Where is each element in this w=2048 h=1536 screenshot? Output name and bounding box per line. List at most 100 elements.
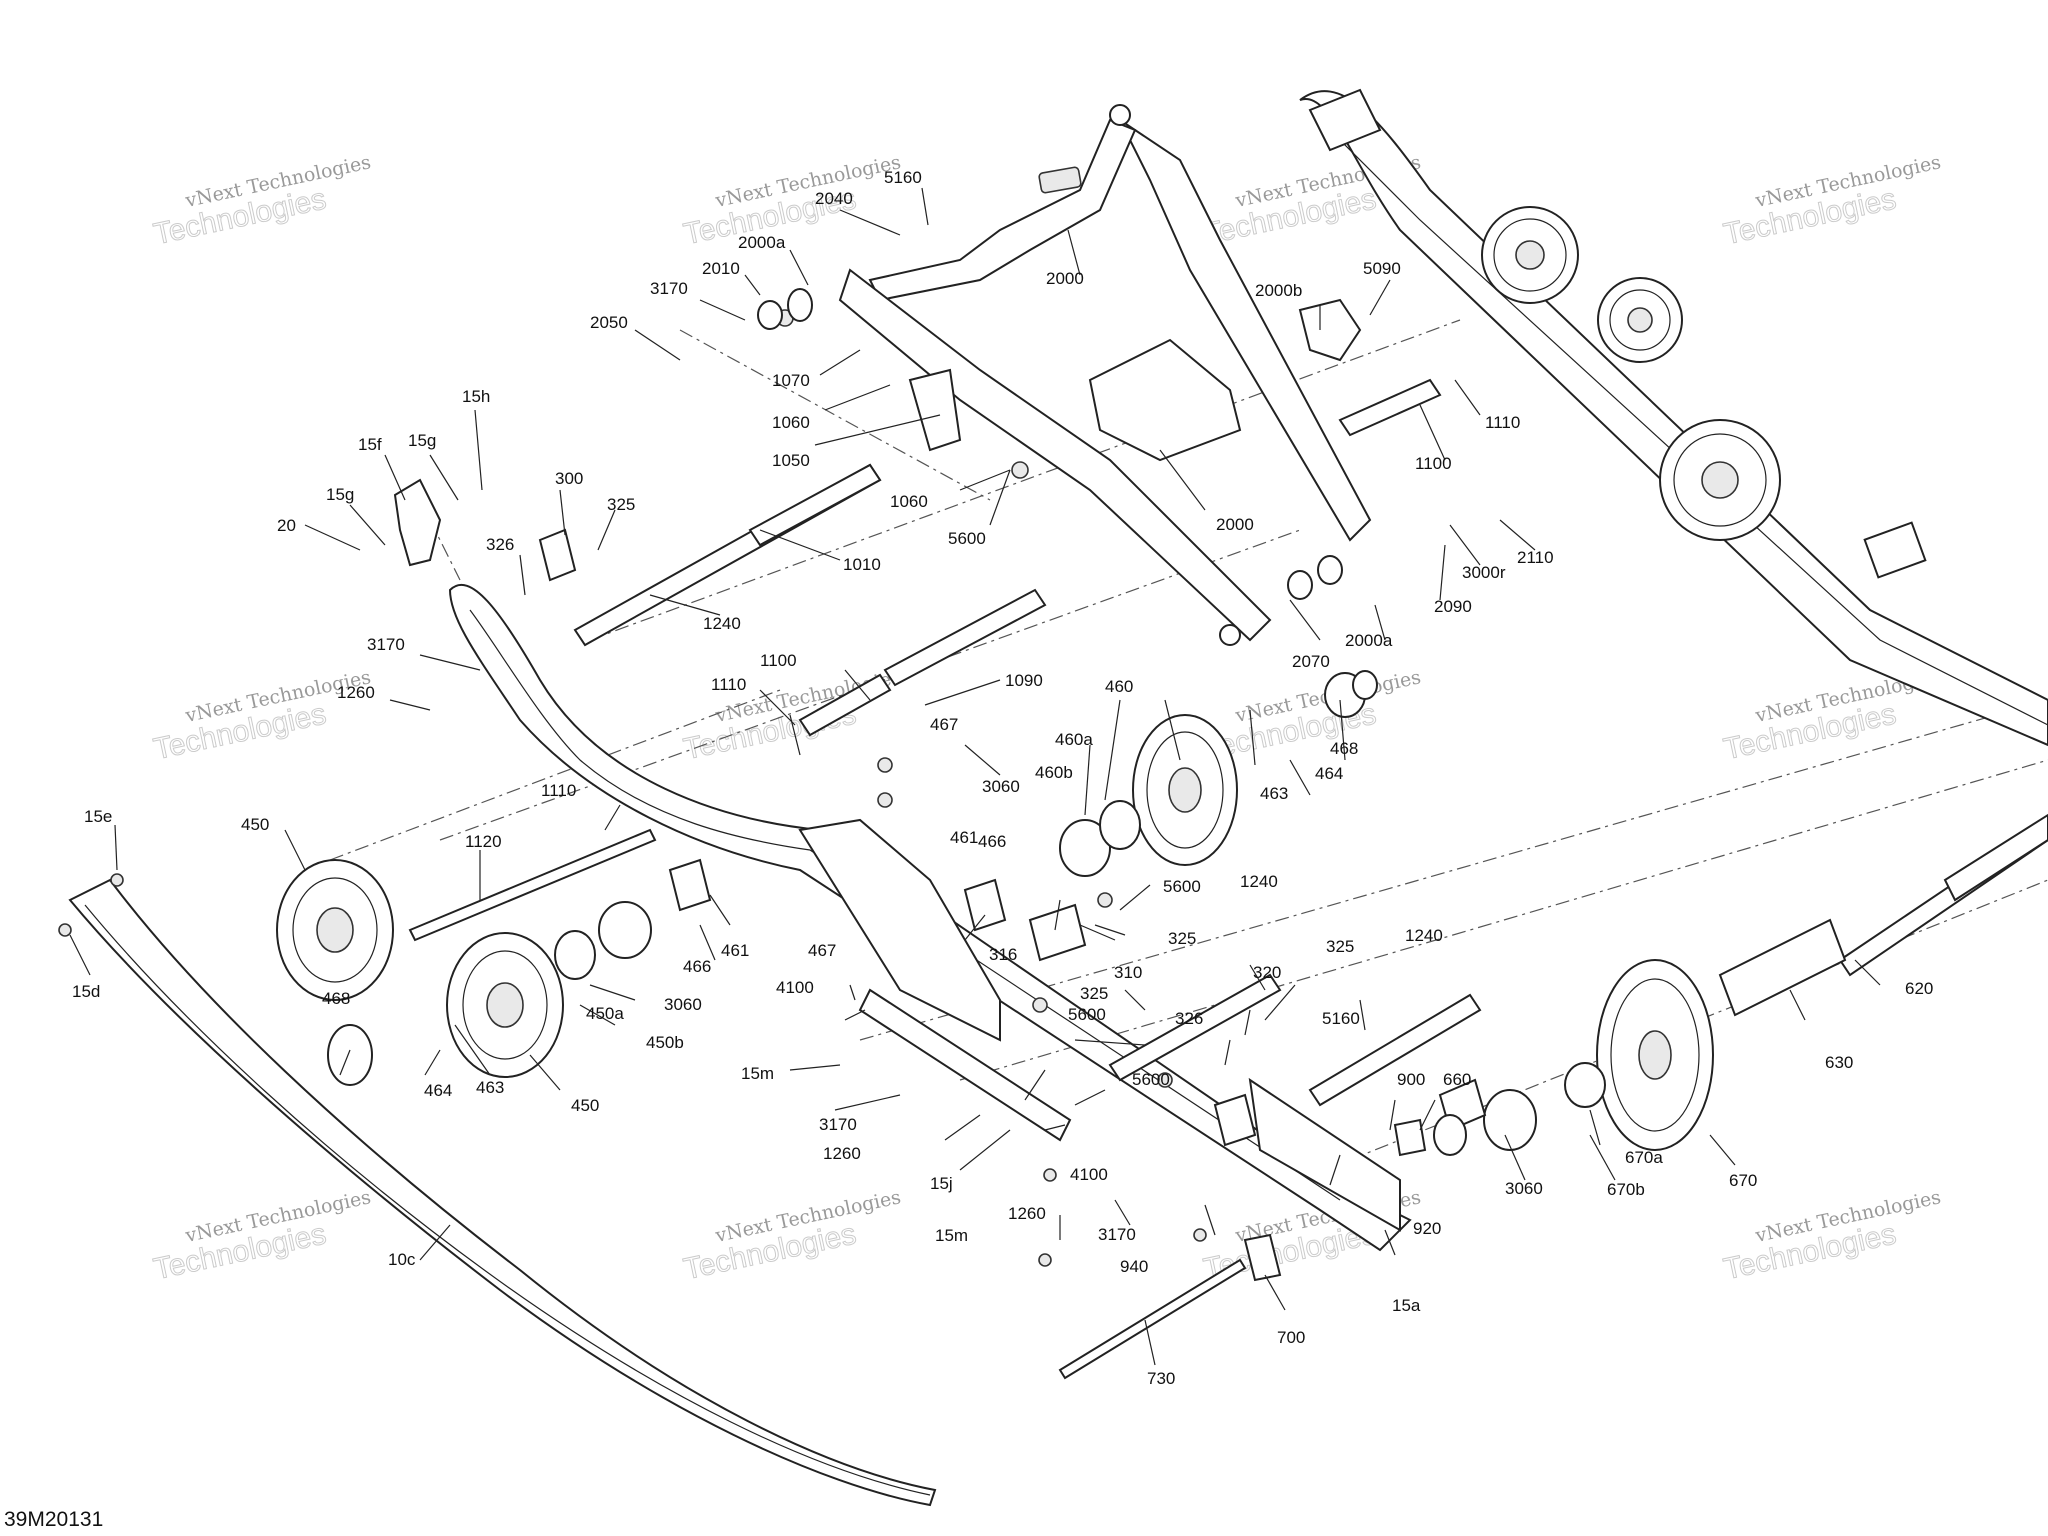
part-label: 461 [950, 828, 978, 847]
part-label: 3170 [819, 1115, 857, 1134]
part-label: 464 [424, 1081, 452, 1100]
watermark: Technologies vNext Technologies [680, 1186, 903, 1286]
part-label: 1260 [823, 1144, 861, 1163]
part-label: 320 [1253, 963, 1281, 982]
part-label: 730 [1147, 1369, 1175, 1388]
part-label: 450b [646, 1033, 684, 1052]
part-label: 463 [1260, 784, 1288, 803]
wheel-670 [1596, 959, 1714, 1151]
part-label: 3060 [982, 777, 1020, 796]
part-label: 4100 [776, 978, 814, 997]
part-label: 3170 [367, 635, 405, 654]
part-label: 325 [1080, 984, 1108, 1003]
part-label: 620 [1905, 979, 1933, 998]
part-label: 460b [1035, 763, 1073, 782]
part-label: 310 [1114, 963, 1142, 982]
part-label: 630 [1825, 1053, 1853, 1072]
part-labels: 2040 5160 2000a 2010 3170 2050 2000 2000… [72, 168, 1933, 1388]
part-label: 2000a [1345, 631, 1393, 650]
part-label: 460a [1055, 730, 1093, 749]
part-label: 2000a [738, 233, 786, 252]
wheels [276, 672, 1714, 1151]
part-label: 670 [1729, 1171, 1757, 1190]
part-label: 1240 [1240, 872, 1278, 891]
part-label: 15d [72, 982, 100, 1001]
part-label: 1060 [772, 413, 810, 432]
part-label: 468 [1330, 739, 1358, 758]
upper-arm-assembly [838, 104, 1372, 646]
part-label: 1110 [1485, 413, 1520, 432]
part-label: 1100 [760, 651, 797, 670]
part-label: 468 [322, 989, 350, 1008]
wheel-460 [1132, 714, 1238, 866]
part-label: 1050 [772, 451, 810, 470]
right-rail [1299, 88, 2048, 747]
part-label: 920 [1413, 1219, 1441, 1238]
part-label: 464 [1315, 764, 1343, 783]
part-label: 2000 [1216, 515, 1254, 534]
slide [68, 878, 937, 1507]
watermark: Technologies vNext Technologies [150, 666, 373, 766]
part-label: 1120 [465, 832, 502, 851]
part-label: 466 [978, 832, 1006, 851]
part-label: 1100 [1415, 454, 1452, 473]
part-label: 15f [358, 435, 382, 454]
part-label: 450 [571, 1096, 599, 1115]
assembly-axes [329, 319, 2048, 1181]
part-label: 15g [408, 431, 436, 450]
left-rail [448, 583, 1412, 1252]
part-label: 2040 [815, 189, 853, 208]
part-label: 460 [1105, 677, 1133, 696]
shafts [408, 378, 2048, 1380]
part-label: 2000b [1255, 281, 1302, 300]
part-label: 300 [555, 469, 583, 488]
part-label: 466 [683, 957, 711, 976]
part-label: 3060 [664, 995, 702, 1014]
part-label: 3170 [650, 279, 688, 298]
part-label: 326 [486, 535, 514, 554]
part-label: 5600 [1068, 1005, 1106, 1024]
small-parts [58, 288, 1487, 1282]
part-label: 316 [989, 945, 1017, 964]
part-label: 5160 [1322, 1009, 1360, 1028]
leader-lines [69, 187, 1881, 1366]
part-label: 1010 [843, 555, 881, 574]
part-label: 3060 [1505, 1179, 1543, 1198]
part-label: 2010 [702, 259, 740, 278]
part-label: 463 [476, 1078, 504, 1097]
part-label: 900 [1397, 1070, 1425, 1089]
part-label: 2090 [1434, 597, 1472, 616]
part-label: 450a [586, 1004, 624, 1023]
part-label: 940 [1120, 1257, 1148, 1276]
watermark: Technologies vNext Technologies [150, 151, 373, 251]
part-label: 670b [1607, 1180, 1645, 1199]
part-label: 15j [930, 1174, 953, 1193]
drawing-number: 39M20131 [4, 1508, 104, 1531]
wheel-450-rear [276, 859, 394, 1001]
part-label: 15m [935, 1226, 968, 1245]
part-label: 1060 [890, 492, 928, 511]
watermark: Technologies vNext Technologies [1200, 666, 1423, 766]
part-label: 1240 [703, 614, 741, 633]
part-label: 1090 [1005, 671, 1043, 690]
part-label: 2110 [1517, 548, 1554, 567]
part-label: 10c [388, 1250, 416, 1269]
rail-wheel [1597, 277, 1683, 363]
wheel-450-front [446, 932, 564, 1078]
part-label: 2050 [590, 313, 628, 332]
part-label: 326 [1175, 1009, 1203, 1028]
part-label: 15m [741, 1064, 774, 1083]
part-label: 1110 [541, 781, 576, 800]
part-label: 15e [84, 807, 112, 826]
part-label: 15g [326, 485, 354, 504]
part-label: 3170 [1098, 1225, 1136, 1244]
watermark: Technologies vNext Technologies [1720, 1186, 1943, 1286]
part-label: 450 [241, 815, 269, 834]
part-label: 15h [462, 387, 490, 406]
watermark: Technologies vNext Technologies [150, 1186, 373, 1286]
part-label: 670a [1625, 1148, 1663, 1167]
part-label: 325 [1168, 929, 1196, 948]
part-label: 1110 [711, 675, 746, 694]
part-label: 467 [808, 941, 836, 960]
